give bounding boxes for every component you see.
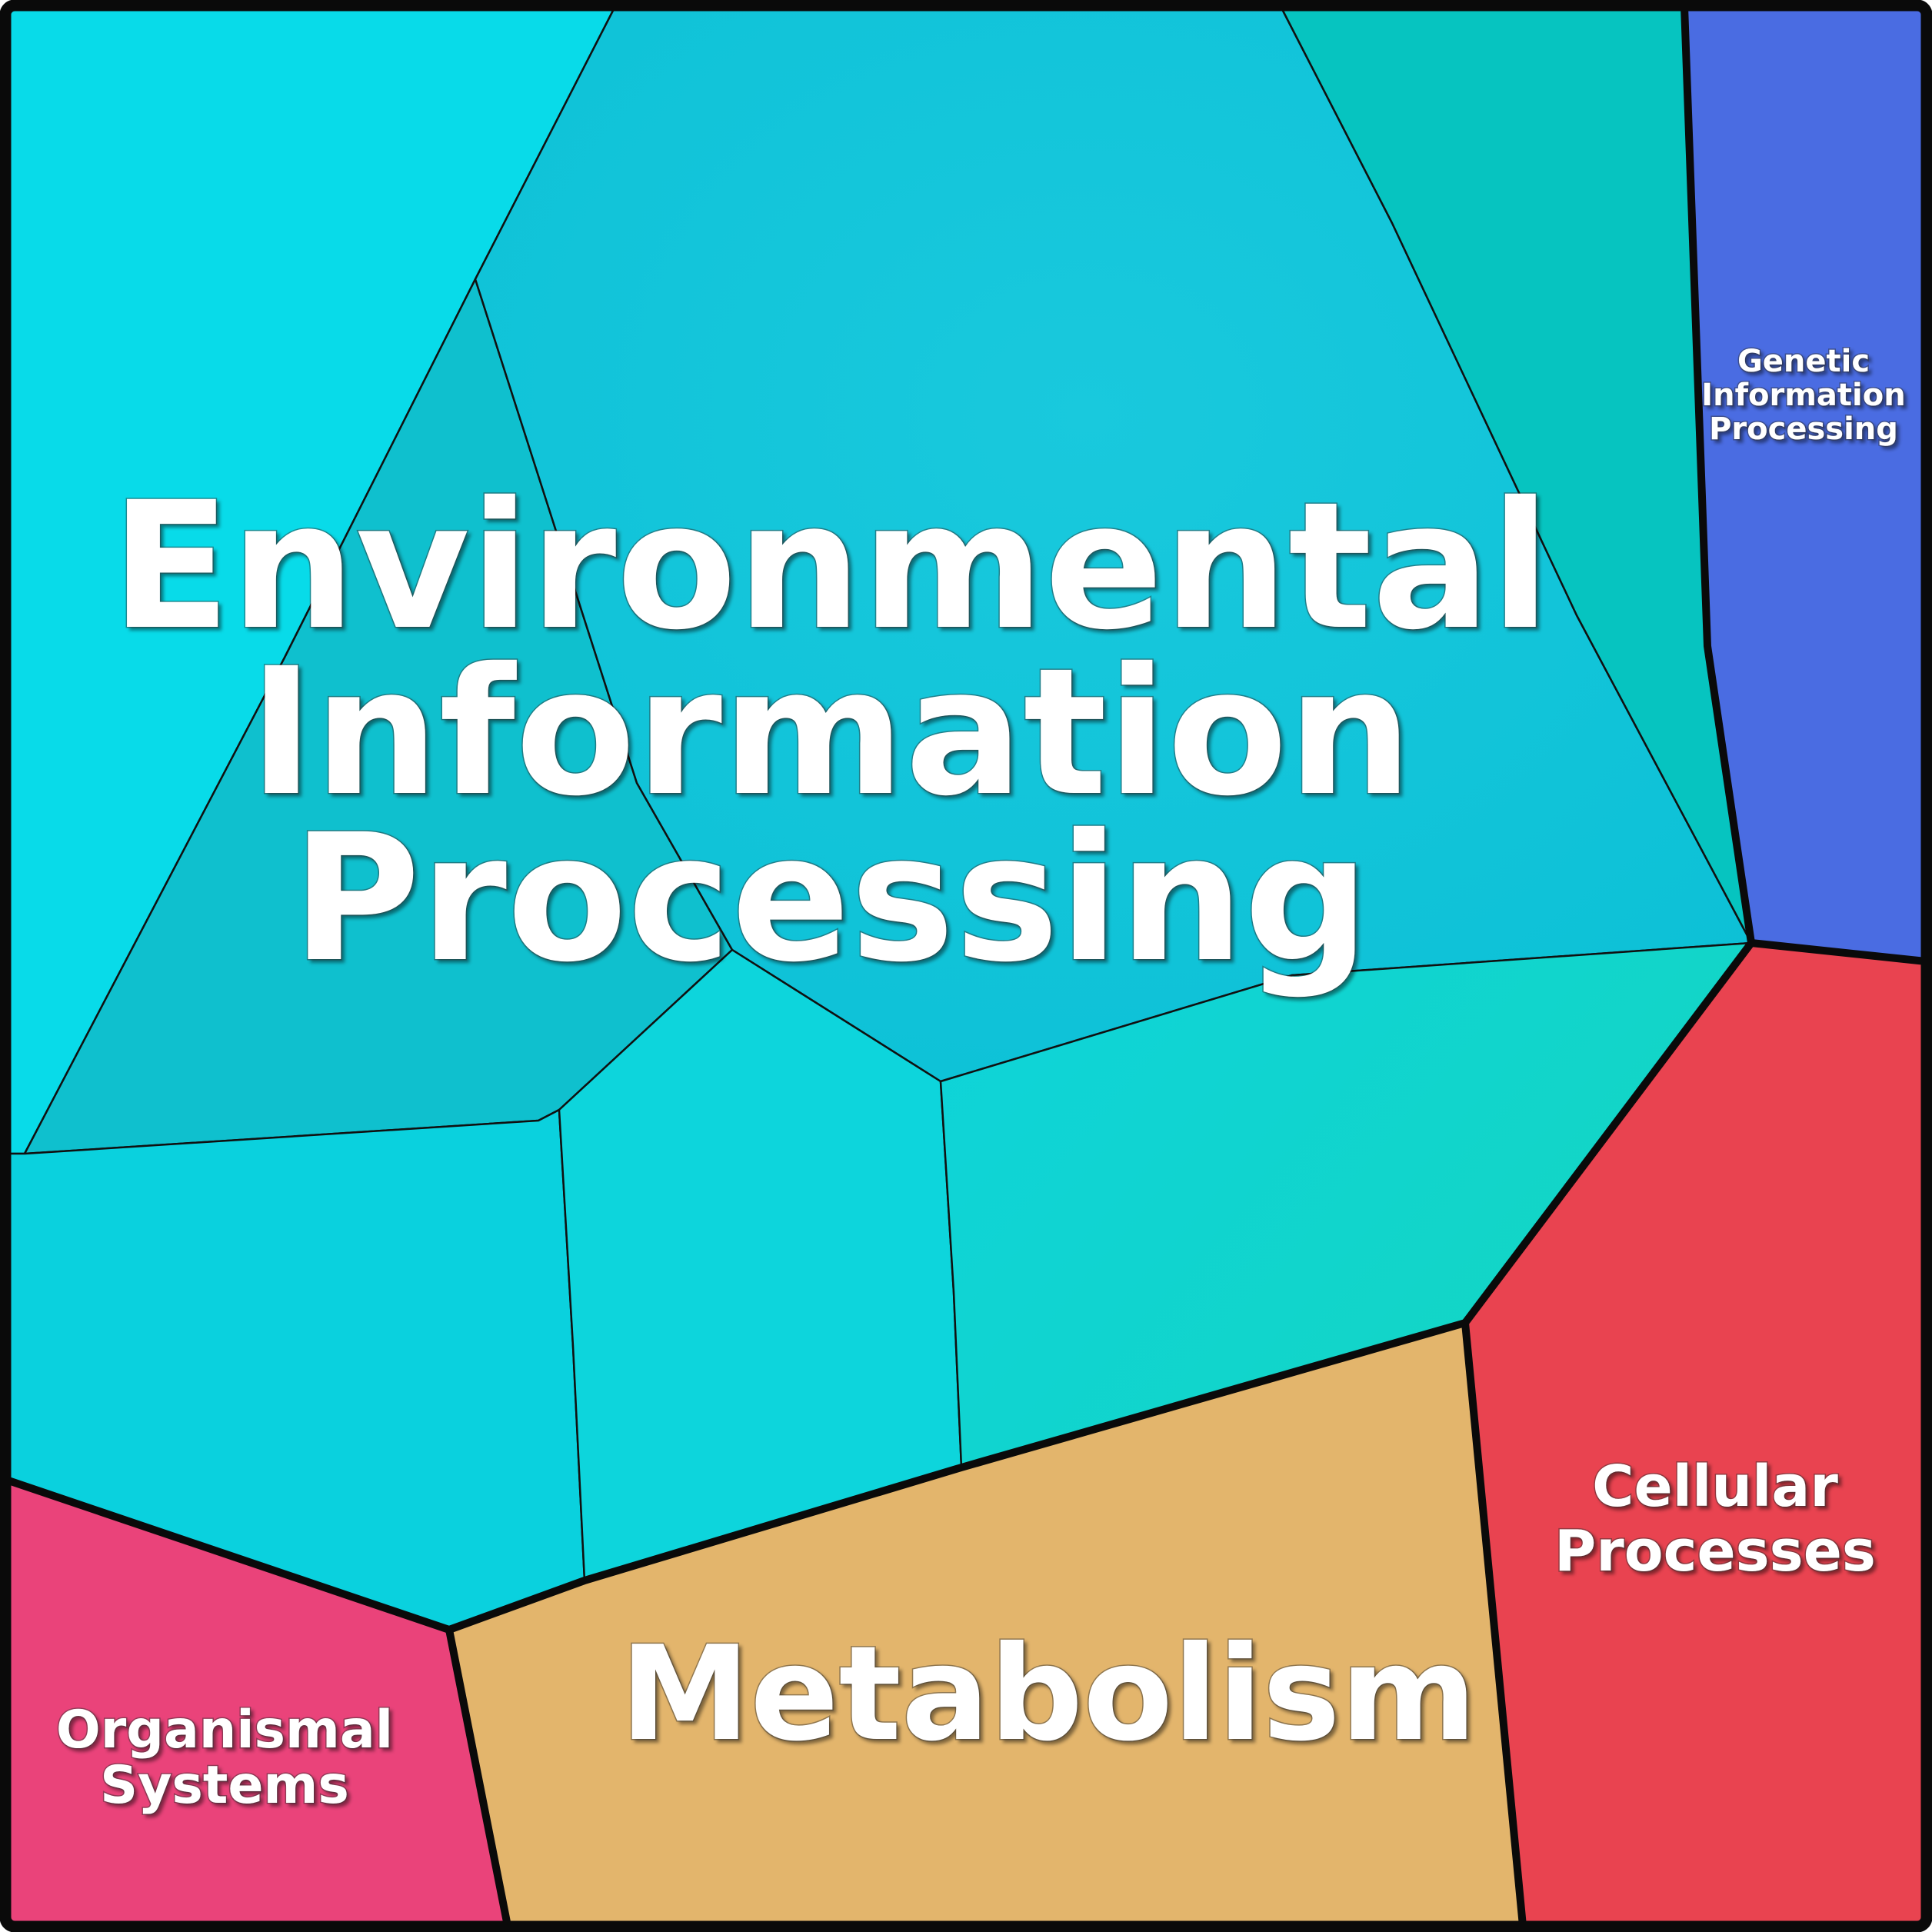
label-metabolism: Metabolism: [620, 1618, 1477, 1770]
treemap-cells: [5, 5, 1927, 1927]
border-gip-cp: [1747, 939, 1930, 965]
border-os-met: [445, 1626, 511, 1930]
border-eip-cp: [1461, 939, 1755, 1327]
border-eip-gip: [1681, 2, 1755, 947]
border-cp-met: [1461, 1319, 1527, 1930]
border-os-eip: [2, 1476, 453, 1634]
border-met-eip: [445, 1319, 1469, 1634]
